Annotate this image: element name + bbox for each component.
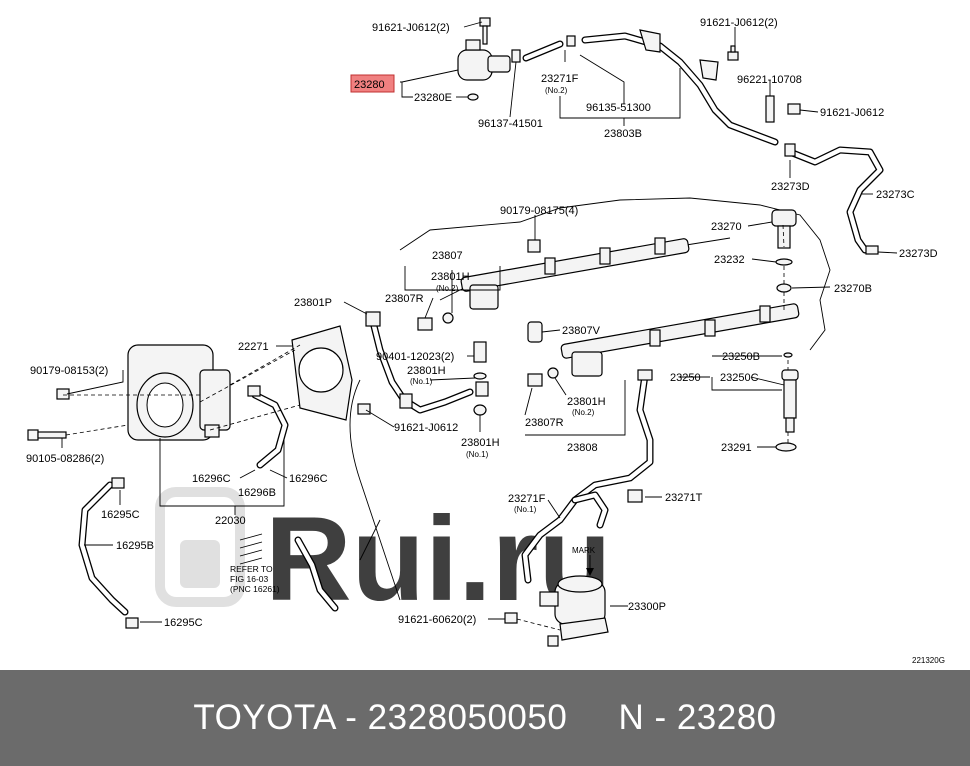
- label-23801h-b: 23801H: [407, 365, 446, 377]
- label-23280e: 23280E: [414, 92, 452, 104]
- hose-16295b: [78, 477, 139, 629]
- label-90179-08175: 90179-08175(4): [500, 205, 578, 217]
- label-22271: 22271: [238, 341, 269, 353]
- label-91621-j0612-mid: 91621-J0612: [394, 422, 458, 434]
- nut-90179: [527, 239, 541, 253]
- label-91621-j0612-top: 91621-J0612(2): [372, 22, 450, 34]
- label-23807v: 23807V: [562, 325, 601, 337]
- fuel-pipe-23803b: [581, 29, 779, 146]
- label-23273c: 23273C: [876, 189, 915, 201]
- label-23250: 23250: [670, 372, 701, 384]
- label-23273d-b: 23273D: [899, 248, 938, 260]
- parts-diagram: Rui.ru: [26, 17, 945, 665]
- hose-16261: [294, 536, 339, 612]
- label-90105: 90105-08286(2): [26, 453, 104, 465]
- label-23271f-bot: 23271F: [508, 493, 546, 505]
- label-16296c-b: 16296C: [289, 473, 328, 485]
- mark-label: MARK: [572, 546, 596, 555]
- spacer-23807v: [527, 321, 543, 343]
- fuel-rail-23808: [527, 303, 800, 387]
- label-90179-08153: 90179-08153(2): [30, 365, 108, 377]
- label-23801h-c: 23801H: [567, 396, 606, 408]
- label-23250b: 23250B: [722, 351, 760, 363]
- label-no1-c: (No.1): [514, 505, 537, 514]
- label-no1-b: (No.1): [466, 450, 489, 459]
- bolt-90105: [27, 429, 67, 441]
- label-22030: 22030: [215, 515, 246, 527]
- label-23280: 23280: [354, 79, 385, 91]
- part-number-title: TOYOTA - 2328050050 N - 23280: [193, 698, 777, 737]
- label-23232: 23232: [714, 254, 745, 266]
- label-90401: 90401-12023(2): [376, 351, 454, 363]
- hose-clip-96137: [511, 49, 521, 63]
- damper-23270: [771, 209, 797, 293]
- hose-16296c: [247, 385, 289, 469]
- label-no1-a: (No.1): [410, 377, 433, 386]
- label-16295c-b: 16295C: [164, 617, 203, 629]
- callout-labels: 91621-J0612(2) 91621-J0612(2) 23280 2328…: [26, 17, 938, 629]
- throttle-body-22030: [127, 344, 231, 441]
- label-23801h-a: 23801H: [431, 271, 470, 283]
- label-23250c: 23250C: [720, 372, 759, 384]
- label-16296b: 16296B: [238, 487, 276, 499]
- leader-lines: [61, 21, 898, 631]
- label-96135: 96135-51300: [586, 102, 651, 114]
- note-refer-line3: (PNC 16261): [230, 584, 280, 594]
- fuel-pipe-23271f-no1: [521, 369, 654, 584]
- stud-96221: [765, 95, 775, 123]
- bolt-91621-60620: [504, 612, 518, 624]
- bolt-top: [479, 17, 491, 45]
- label-no2-a: (No.2): [545, 86, 568, 95]
- bolt-91621-r: [787, 103, 801, 115]
- reference-code: 221320G: [912, 656, 945, 665]
- label-23807r-b: 23807R: [525, 417, 564, 429]
- label-no2-c: (No.2): [572, 408, 595, 417]
- bolt-tr: [727, 45, 739, 61]
- label-23271f-top: 23271F: [541, 73, 579, 85]
- label-16295b: 16295B: [116, 540, 154, 552]
- highlight-23280: [350, 74, 395, 93]
- label-no2-b: (No.2): [436, 284, 459, 293]
- label-96137: 96137-41501: [478, 118, 543, 130]
- spring-16296b: [239, 533, 263, 565]
- label-23270b: 23270B: [834, 283, 872, 295]
- fuel-rail-23807: [417, 237, 690, 331]
- label-23801p: 23801P: [294, 297, 332, 309]
- label-23270: 23270: [711, 221, 742, 233]
- label-23291: 23291: [721, 442, 752, 454]
- fuel-pipe-23801p: [357, 311, 489, 416]
- label-23808: 23808: [567, 442, 598, 454]
- injector-23250: [775, 352, 799, 452]
- label-16295c-a: 16295C: [101, 509, 140, 521]
- label-91621-j0612-r: 91621-J0612: [820, 107, 884, 119]
- label-23801h-d: 23801H: [461, 437, 500, 449]
- label-23271t: 23271T: [665, 492, 703, 504]
- label-23273d-a: 23273D: [771, 181, 810, 193]
- note-refer-line2: FIG 16-03: [230, 574, 269, 584]
- label-91621-j0612-tr: 91621-J0612(2): [700, 17, 778, 29]
- pressure-regulator-23280: [457, 39, 511, 101]
- label-23807: 23807: [432, 250, 463, 262]
- hose-23273c: [784, 143, 884, 255]
- label-16296c-a: 16296C: [192, 473, 231, 485]
- label-91621-60620: 91621-60620(2): [398, 614, 476, 626]
- filter-23300p: [539, 555, 609, 647]
- footer-bar: TOYOTA - 2328050050 N - 23280: [0, 670, 970, 766]
- label-96221: 96221-10708: [737, 74, 802, 86]
- gasket-22271: [291, 325, 353, 421]
- hose-23271f-no2: [522, 35, 576, 62]
- label-23807r-a: 23807R: [385, 293, 424, 305]
- label-23300p: 23300P: [628, 601, 666, 613]
- label-23803b: 23803B: [604, 128, 642, 140]
- note-refer-line1: REFER TO: [230, 564, 273, 574]
